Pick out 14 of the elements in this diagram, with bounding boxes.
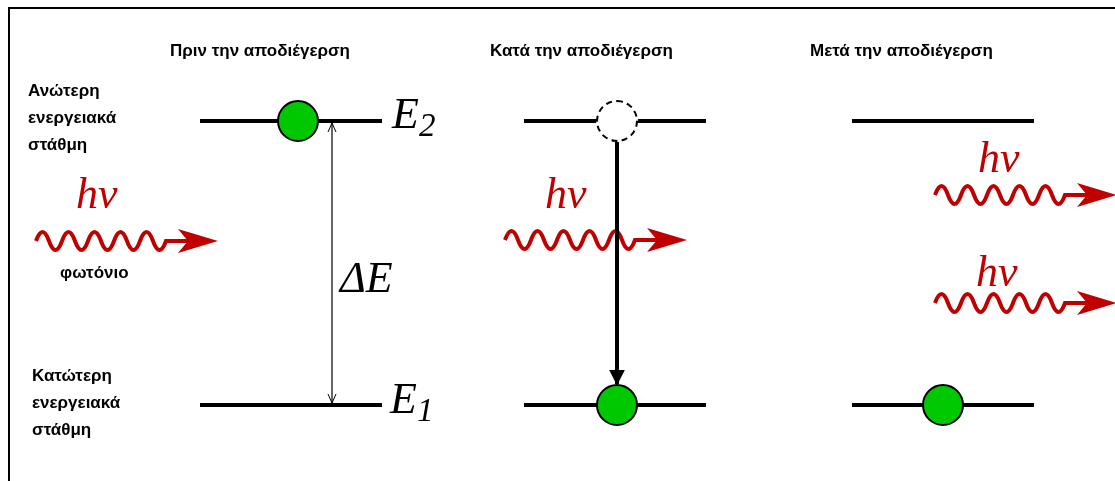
panel-title: Μετά την αποδιέγερση [810,40,994,62]
panel-title: Πριν την αποδιέγερση [170,40,351,62]
photon-energy-label: hν [545,172,588,216]
photon-energy-label: hν [976,250,1019,294]
photon-label: φωτόνιο [60,262,130,284]
level-label: Ανώτερη ενεργειακά στάθμη [28,80,118,157]
photon-energy-label: hν [978,136,1021,180]
energy-label: E$_{1}$ [390,377,435,421]
level-label: Κατώτερη ενεργειακά στάθμη [32,365,122,442]
energy-gap-label: ΔE [340,256,394,300]
photon-energy-label: hν [76,172,119,216]
energy-label: E$_{2}$ [392,92,437,136]
arrow [609,142,625,386]
panel-title: Κατά την αποδιέγερση [490,40,674,62]
